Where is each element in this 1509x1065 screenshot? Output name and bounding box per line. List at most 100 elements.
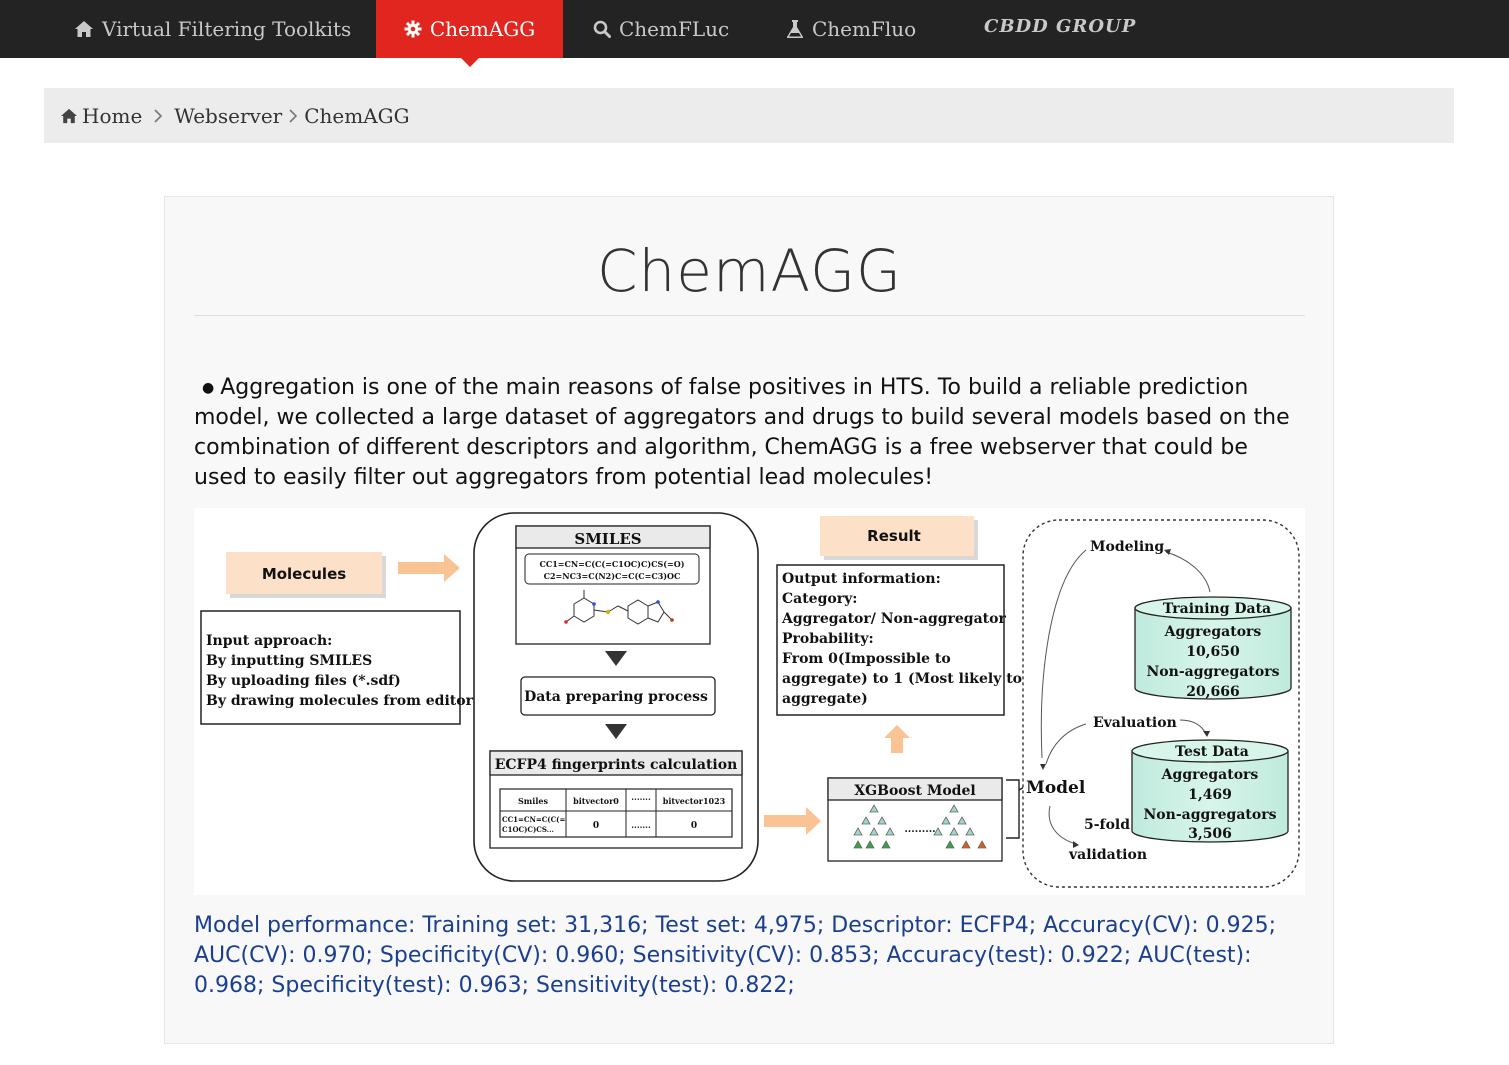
- result-label: Result: [867, 527, 921, 545]
- top-navbar: Virtual Filtering Toolkits ChemAGG Chem: [0, 0, 1509, 67]
- intro-paragraph: ●Aggregation is one of the main reasons …: [194, 373, 1305, 493]
- table-header-cell: .......: [631, 792, 651, 802]
- table-cell: .......: [631, 820, 651, 830]
- breadcrumb-home[interactable]: Home: [60, 104, 142, 128]
- data-prep-label: Data preparing process: [524, 689, 708, 705]
- nav-chemagg[interactable]: ChemAGG: [376, 0, 563, 67]
- output-info-box: Output information: Category: Aggregator…: [776, 564, 1022, 716]
- ecfp4-box: ECFP4 fingerprints calculation Smiles bi…: [489, 750, 743, 849]
- test-data-cylinder: Test Data Aggregators 1,469 Non-aggregat…: [1131, 739, 1289, 843]
- atom-sulfur: [605, 609, 611, 615]
- input-approach-box: Input approach: By inputting SMILES By u…: [200, 610, 481, 725]
- output-line: aggregate) to 1 (Most likely to: [782, 671, 1022, 687]
- training-non-label: Non-aggregators: [1147, 664, 1280, 680]
- breadcrumb-label: ChemAGG: [304, 103, 410, 128]
- nav-virtual-filtering-toolkits[interactable]: Virtual Filtering Toolkits: [74, 0, 351, 58]
- chevron-right-icon: [142, 108, 174, 123]
- arrow-head: [1164, 549, 1171, 555]
- smiles-title: SMILES: [574, 530, 641, 548]
- chevron-right-icon: [282, 108, 304, 123]
- smiles-line: CC1=CN=C(C(=C1OC)C)CS(=O): [540, 559, 685, 569]
- tree-ellipsis: .........: [904, 824, 935, 835]
- content-panel: ChemAGG ●Aggregation is one of the main …: [164, 196, 1334, 1044]
- arrow-head: [1040, 764, 1046, 770]
- training-title: Training Data: [1163, 601, 1271, 617]
- atom-nitrogen: [656, 600, 660, 604]
- workflow-figure: Molecules Input approach: By inputting S…: [194, 508, 1305, 895]
- flask-icon: [787, 20, 803, 38]
- training-agg-count: 10,650: [1186, 644, 1240, 660]
- output-line: aggregate): [782, 691, 868, 707]
- nav-chemfluc[interactable]: ChemFLuc: [593, 0, 729, 58]
- nav-item-label: ChemFluo: [812, 17, 917, 41]
- nav-item-label: ChemFLuc: [619, 17, 730, 41]
- fivefold-label: 5-fold: [1084, 817, 1130, 833]
- home-icon: [61, 108, 77, 123]
- decision-tree-icon: [853, 804, 895, 849]
- training-non-count: 20,666: [1186, 684, 1240, 700]
- atom-oxygen: [670, 618, 674, 622]
- table-header-cell: bitvector0: [573, 796, 619, 806]
- home-icon: [75, 21, 93, 37]
- molecules-label-box: Molecules: [226, 552, 386, 598]
- smiles-box: SMILES CC1=CN=C(C(=C1OC)C)CS(=O) C2=NC3=…: [515, 525, 711, 645]
- down-arrow: [605, 724, 627, 739]
- atom-oxygen: [564, 620, 568, 624]
- validation-label: validation: [1068, 847, 1147, 863]
- test-non-count: 3,506: [1188, 826, 1232, 842]
- molecules-label: Molecules: [262, 565, 346, 583]
- table-cell: C1OC)C)CS...: [502, 825, 554, 834]
- gear-icon: [404, 20, 422, 38]
- nav-item-label: ChemAGG: [429, 17, 536, 41]
- arrow-up: [884, 725, 910, 753]
- test-title: Test Data: [1175, 744, 1249, 760]
- table-header-cell: bitvector1023: [663, 796, 726, 806]
- modeling-arrow: [1040, 549, 1087, 759]
- input-line: By inputting SMILES: [206, 653, 372, 669]
- training-data-cylinder: Training Data Aggregators 10,650 Non-agg…: [1134, 596, 1292, 700]
- test-agg-count: 1,469: [1188, 787, 1232, 803]
- search-icon: [593, 20, 611, 38]
- output-line: Output information:: [782, 571, 941, 587]
- result-label-box: Result: [820, 516, 978, 560]
- test-non-label: Non-aggregators: [1144, 807, 1277, 823]
- down-arrow: [605, 651, 627, 666]
- page-title: ChemAGG: [597, 237, 902, 305]
- input-line: By drawing molecules from editors: [206, 693, 481, 709]
- arrow-head: [1203, 731, 1210, 737]
- validation-arrow: [1048, 805, 1077, 845]
- breadcrumb-label: Home: [82, 103, 143, 128]
- arrow-head: [1073, 841, 1079, 848]
- test-agg-label: Aggregators: [1161, 767, 1259, 783]
- model-label: Model: [1026, 778, 1086, 798]
- output-line: From 0(Impossible to: [782, 651, 951, 667]
- brand-logo[interactable]: CBDD GROUP: [984, 15, 1137, 37]
- table-cell: CC1=CN=C(C(=: [502, 815, 565, 824]
- nav-chemfluo[interactable]: ChemFluo: [786, 0, 916, 58]
- arrow-right: [398, 554, 460, 582]
- table-cell: 0: [593, 821, 599, 831]
- xgboost-label: XGBoost Model: [854, 783, 975, 799]
- output-line: Category:: [782, 591, 857, 607]
- smiles-line: C2=NC3=C(N2)C=C(C=C3)OC: [544, 571, 681, 581]
- connector-bracket: [1006, 779, 1020, 839]
- training-agg-label: Aggregators: [1164, 624, 1262, 640]
- breadcrumb-current: ChemAGG: [304, 104, 409, 128]
- intro-text: Aggregation is one of the main reasons o…: [194, 375, 1290, 490]
- evaluation-label: Evaluation: [1093, 715, 1177, 731]
- table-cell: 0: [691, 821, 697, 831]
- input-line: Input approach:: [206, 633, 332, 649]
- breadcrumb-label: Webserver: [174, 103, 283, 128]
- arrow-right: [764, 807, 821, 835]
- title-divider: [194, 315, 1305, 316]
- modeling-label: Modeling: [1090, 539, 1164, 555]
- decision-tree-icon: [933, 804, 987, 849]
- xgboost-box: XGBoost Model .........: [827, 777, 1003, 862]
- input-line: By uploading files (*.sdf): [206, 673, 401, 689]
- breadcrumb: Home Webserver ChemAGG: [44, 88, 1454, 143]
- bullet-icon: ●: [202, 380, 215, 396]
- data-prep-box: Data preparing process: [520, 676, 716, 716]
- breadcrumb-webserver[interactable]: Webserver: [174, 104, 282, 128]
- output-line: Aggregator/ Non-aggregator: [781, 611, 1006, 627]
- active-caret: [460, 58, 479, 67]
